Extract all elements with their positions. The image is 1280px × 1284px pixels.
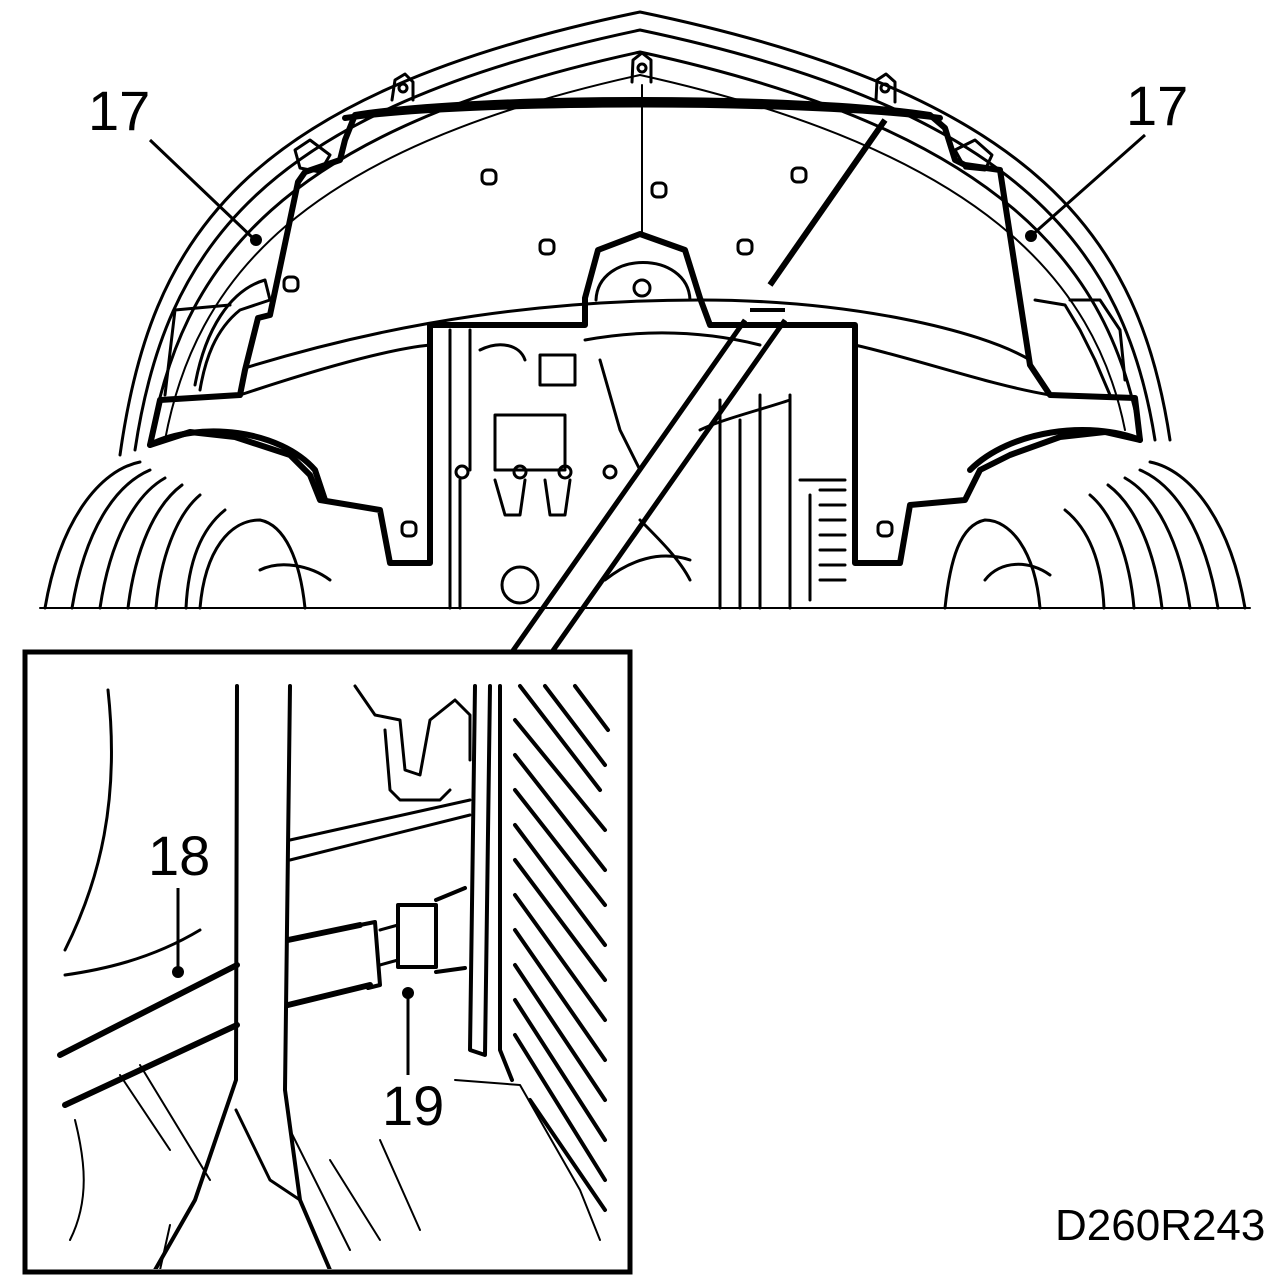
left-arch-detail: [193, 278, 272, 392]
detail-connector-right: [549, 318, 788, 654]
callout-18: 18: [148, 824, 210, 978]
engine-bay-detail: [448, 328, 847, 610]
bracket-center-hole: [636, 62, 648, 74]
inset-panel-edge: [63, 688, 113, 952]
fitting-19: [358, 920, 382, 990]
pointer-line: [767, 118, 888, 287]
center-dome-hole: [632, 278, 652, 298]
detail-connector-left: [509, 318, 748, 654]
hose-continue-bottom: [285, 982, 373, 1008]
crossmember-line-2: [238, 343, 432, 397]
bumper-outline-outer: [118, 10, 1172, 457]
bracket-left-hole: [397, 82, 409, 94]
callout-17-left: 17: [88, 79, 262, 246]
bracket-center: [630, 51, 653, 84]
mounting-hole: [650, 181, 668, 199]
bumper-inner-lip: [164, 74, 1126, 441]
callout-label-18: 18: [148, 824, 210, 887]
mounting-hole: [538, 238, 556, 256]
callout-label-19: 19: [382, 1074, 444, 1137]
hose-18-bottom: [62, 1022, 240, 1108]
callout-label-17-right: 17: [1126, 74, 1188, 137]
inset-vertical-bar-2: [283, 684, 332, 1269]
callout-label-17-left: 17: [88, 79, 150, 142]
top-rail: [342, 101, 943, 121]
inset-cross-line: [288, 798, 472, 842]
bumper-outline-inner: [148, 50, 1142, 447]
radiator-frame-right: [498, 684, 514, 1082]
left-tire: [43, 460, 332, 610]
left-wheel-arch: [147, 428, 328, 503]
figure-code: D260R243: [1055, 1201, 1265, 1250]
underbody-shield: [147, 97, 1143, 566]
right-arch-detail-2: [1068, 298, 1127, 382]
crossmember-line: [243, 298, 1032, 370]
mounting-hole: [400, 520, 418, 538]
mounting-hole: [282, 275, 300, 293]
vehicle-underside-view: [39, 10, 1251, 610]
mounting-hole: [736, 238, 754, 256]
hose-continue-top: [285, 922, 363, 943]
center-dome: [594, 261, 692, 302]
crossmember-line-3: [853, 343, 1052, 397]
bumper-outline-mid: [133, 28, 1157, 452]
inset-panel-lower: [63, 928, 202, 977]
callout-17-right: 17: [1025, 74, 1188, 242]
fitting-collar: [434, 886, 467, 974]
bracket-right: [874, 72, 897, 104]
right-bracket: [953, 138, 994, 172]
left-arch-detail-2: [163, 303, 232, 397]
inset-cross-line-2: [288, 813, 472, 862]
right-tire: [943, 460, 1247, 610]
mounting-hole: [480, 168, 498, 186]
left-bracket: [293, 138, 332, 174]
radiator-fins: [513, 684, 610, 1212]
inset-hatching: [69, 1064, 601, 1269]
hose-18-top: [57, 962, 240, 1058]
callout-19: 19: [382, 987, 444, 1137]
inset-upper-bracket-2: [383, 728, 452, 802]
mounting-hole: [790, 166, 808, 184]
right-arch-detail: [1033, 298, 1112, 397]
fitting-19-nut-face: [378, 923, 400, 967]
mounting-hole: [876, 520, 894, 538]
detail-inset: 18 19: [22, 649, 633, 1275]
right-wheel-arch: [967, 427, 1143, 473]
inset-bar-fork: [234, 1108, 302, 1202]
fitting-19-nut: [396, 903, 438, 969]
bracket-right-hole: [879, 82, 891, 94]
inset-upper-bracket: [353, 684, 472, 777]
radiator-frame-left: [468, 684, 492, 1057]
bracket-left: [390, 72, 415, 102]
inset-vertical-bar: [153, 684, 239, 1269]
